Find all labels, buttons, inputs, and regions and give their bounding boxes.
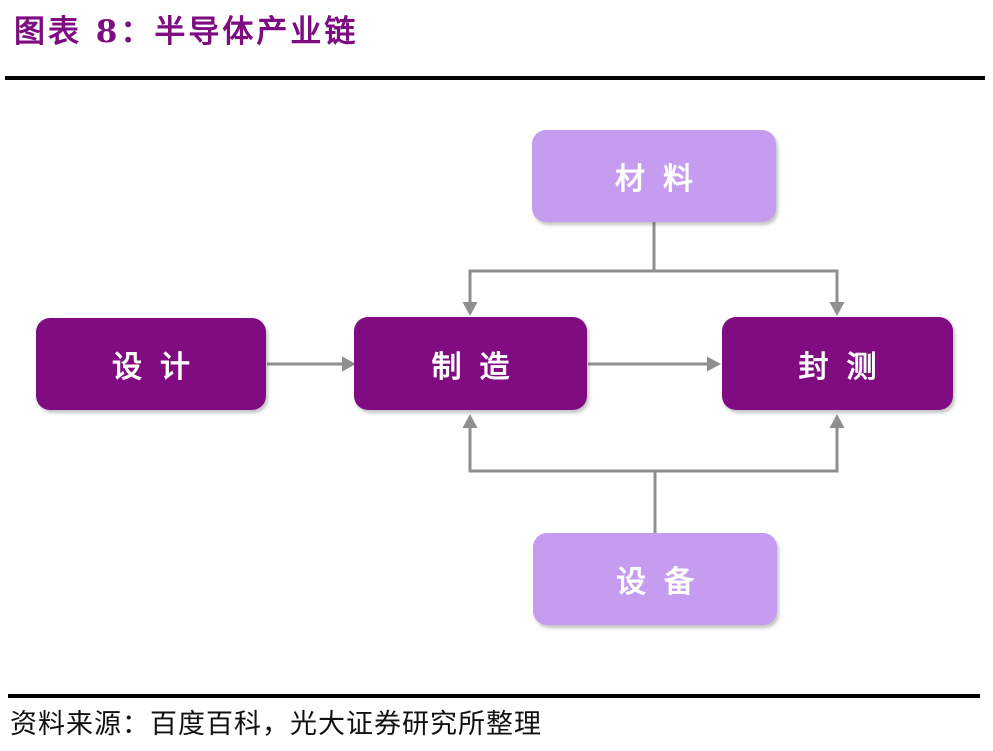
arrow-design-to-manufacturing — [267, 356, 356, 372]
source-divider — [8, 694, 980, 698]
node-label: 封测 — [798, 349, 895, 385]
node-label: 材料 — [615, 162, 711, 197]
connector-materials-to-manufacturing-and-packaging — [462, 222, 845, 316]
node-label: 设计 — [112, 350, 208, 385]
node-packaging-testing: 封测 — [722, 317, 953, 410]
node-label: 制造 — [431, 349, 528, 385]
node-equipment: 设备 — [533, 533, 777, 625]
source-note: 资料来源：百度百科，光大证券研究所整理 — [10, 709, 542, 740]
node-manufacturing: 制造 — [354, 317, 587, 410]
node-design: 设计 — [36, 318, 266, 410]
node-materials: 材料 — [532, 130, 776, 222]
arrow-manufacturing-to-packaging — [588, 356, 721, 372]
node-label: 设备 — [616, 565, 712, 600]
connector-equipment-to-manufacturing-and-packaging — [462, 414, 845, 533]
title-divider — [5, 76, 985, 80]
figure-title: 图表 8：半导体产业链 — [14, 14, 359, 50]
